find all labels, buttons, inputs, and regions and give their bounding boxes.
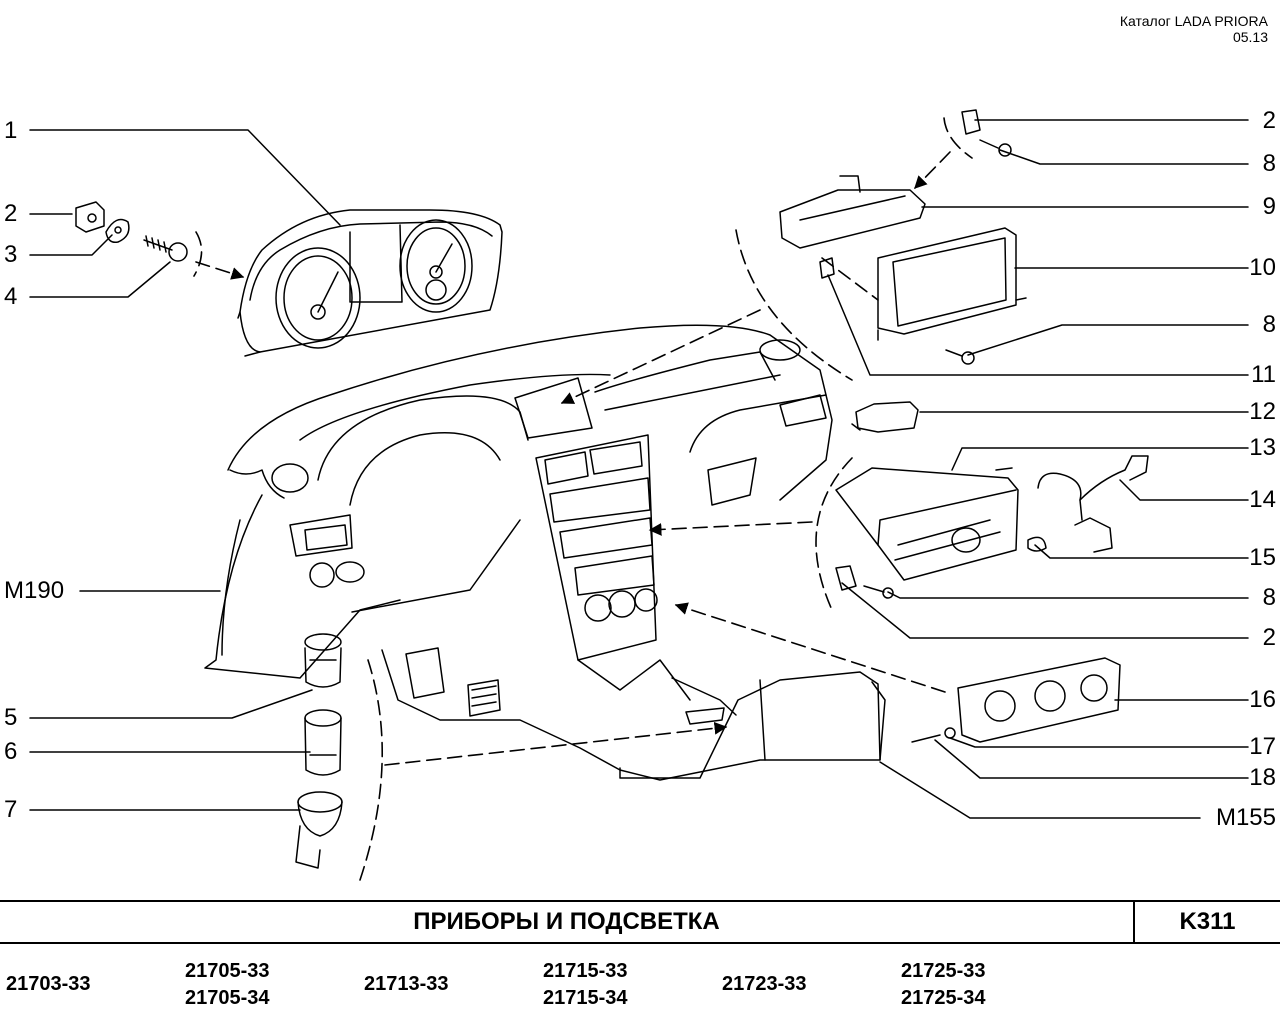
callout-16: 16	[1249, 686, 1276, 713]
callout-3: 3	[4, 241, 18, 268]
callout-6: 6	[4, 738, 18, 765]
page-code: K311	[1179, 908, 1236, 935]
callout-12: 12	[1249, 398, 1276, 425]
callout-8-low: 8	[1262, 584, 1276, 611]
callout-2-top: 2	[1262, 107, 1276, 134]
climate-control-unit-drawing	[835, 455, 1149, 599]
model-code: 21723-33	[722, 973, 807, 995]
callout-1: 1	[4, 117, 18, 144]
console-drawing	[381, 647, 886, 781]
catalog-header: Каталог LADA PRIORA 05.13	[1120, 13, 1268, 45]
page-title: ПРИБОРЫ И ПОДСВЕТКА	[413, 908, 720, 935]
callout-14: 14	[1249, 486, 1276, 513]
model-code: 21705-34	[185, 987, 270, 1009]
callout-m190: M190	[4, 577, 65, 604]
lighter-parts-drawing	[295, 633, 343, 869]
dashed-guides	[193, 117, 973, 881]
cluster-fasteners-drawing	[75, 201, 188, 262]
model-code: 21725-34	[901, 987, 986, 1009]
model-code: 21715-33	[543, 960, 628, 982]
callout-8-mid: 8	[1262, 311, 1276, 338]
callout-10: 10	[1249, 254, 1276, 281]
model-code: 21705-33	[185, 960, 270, 982]
callout-2-left: 2	[4, 200, 18, 227]
callout-m155: M155	[1215, 804, 1276, 831]
callout-18: 18	[1249, 764, 1276, 791]
callout-2-low: 2	[1262, 624, 1276, 651]
model-code: 21715-34	[543, 987, 628, 1009]
parts-diagram	[29, 109, 1249, 881]
dashboard-drawing	[204, 324, 833, 679]
callout-15: 15	[1249, 544, 1276, 571]
callout-9: 9	[1262, 193, 1276, 220]
instrument-cluster-drawing	[237, 209, 503, 357]
callout-4: 4	[4, 283, 18, 310]
callout-7: 7	[4, 796, 18, 823]
title-divider	[1133, 902, 1135, 942]
callout-11: 11	[1251, 361, 1276, 388]
model-code: 21713-33	[364, 973, 449, 995]
heater-panel-drawing	[911, 657, 1121, 743]
callout-8-top: 8	[1262, 150, 1276, 177]
callout-17: 17	[1249, 733, 1276, 760]
callout-5: 5	[4, 704, 18, 731]
title-bar: ПРИБОРЫ И ПОДСВЕТКА K311	[0, 900, 1280, 944]
model-code: 21703-33	[6, 973, 91, 995]
callout-13: 13	[1249, 434, 1276, 461]
leader-lines	[29, 119, 1249, 819]
catalog-name: Каталог LADA PRIORA	[1119, 13, 1268, 29]
display-module-drawing	[779, 109, 1027, 365]
model-code: 21725-33	[901, 960, 986, 982]
lamp-drawing	[851, 401, 919, 433]
catalog-date: 05.13	[1232, 29, 1268, 45]
